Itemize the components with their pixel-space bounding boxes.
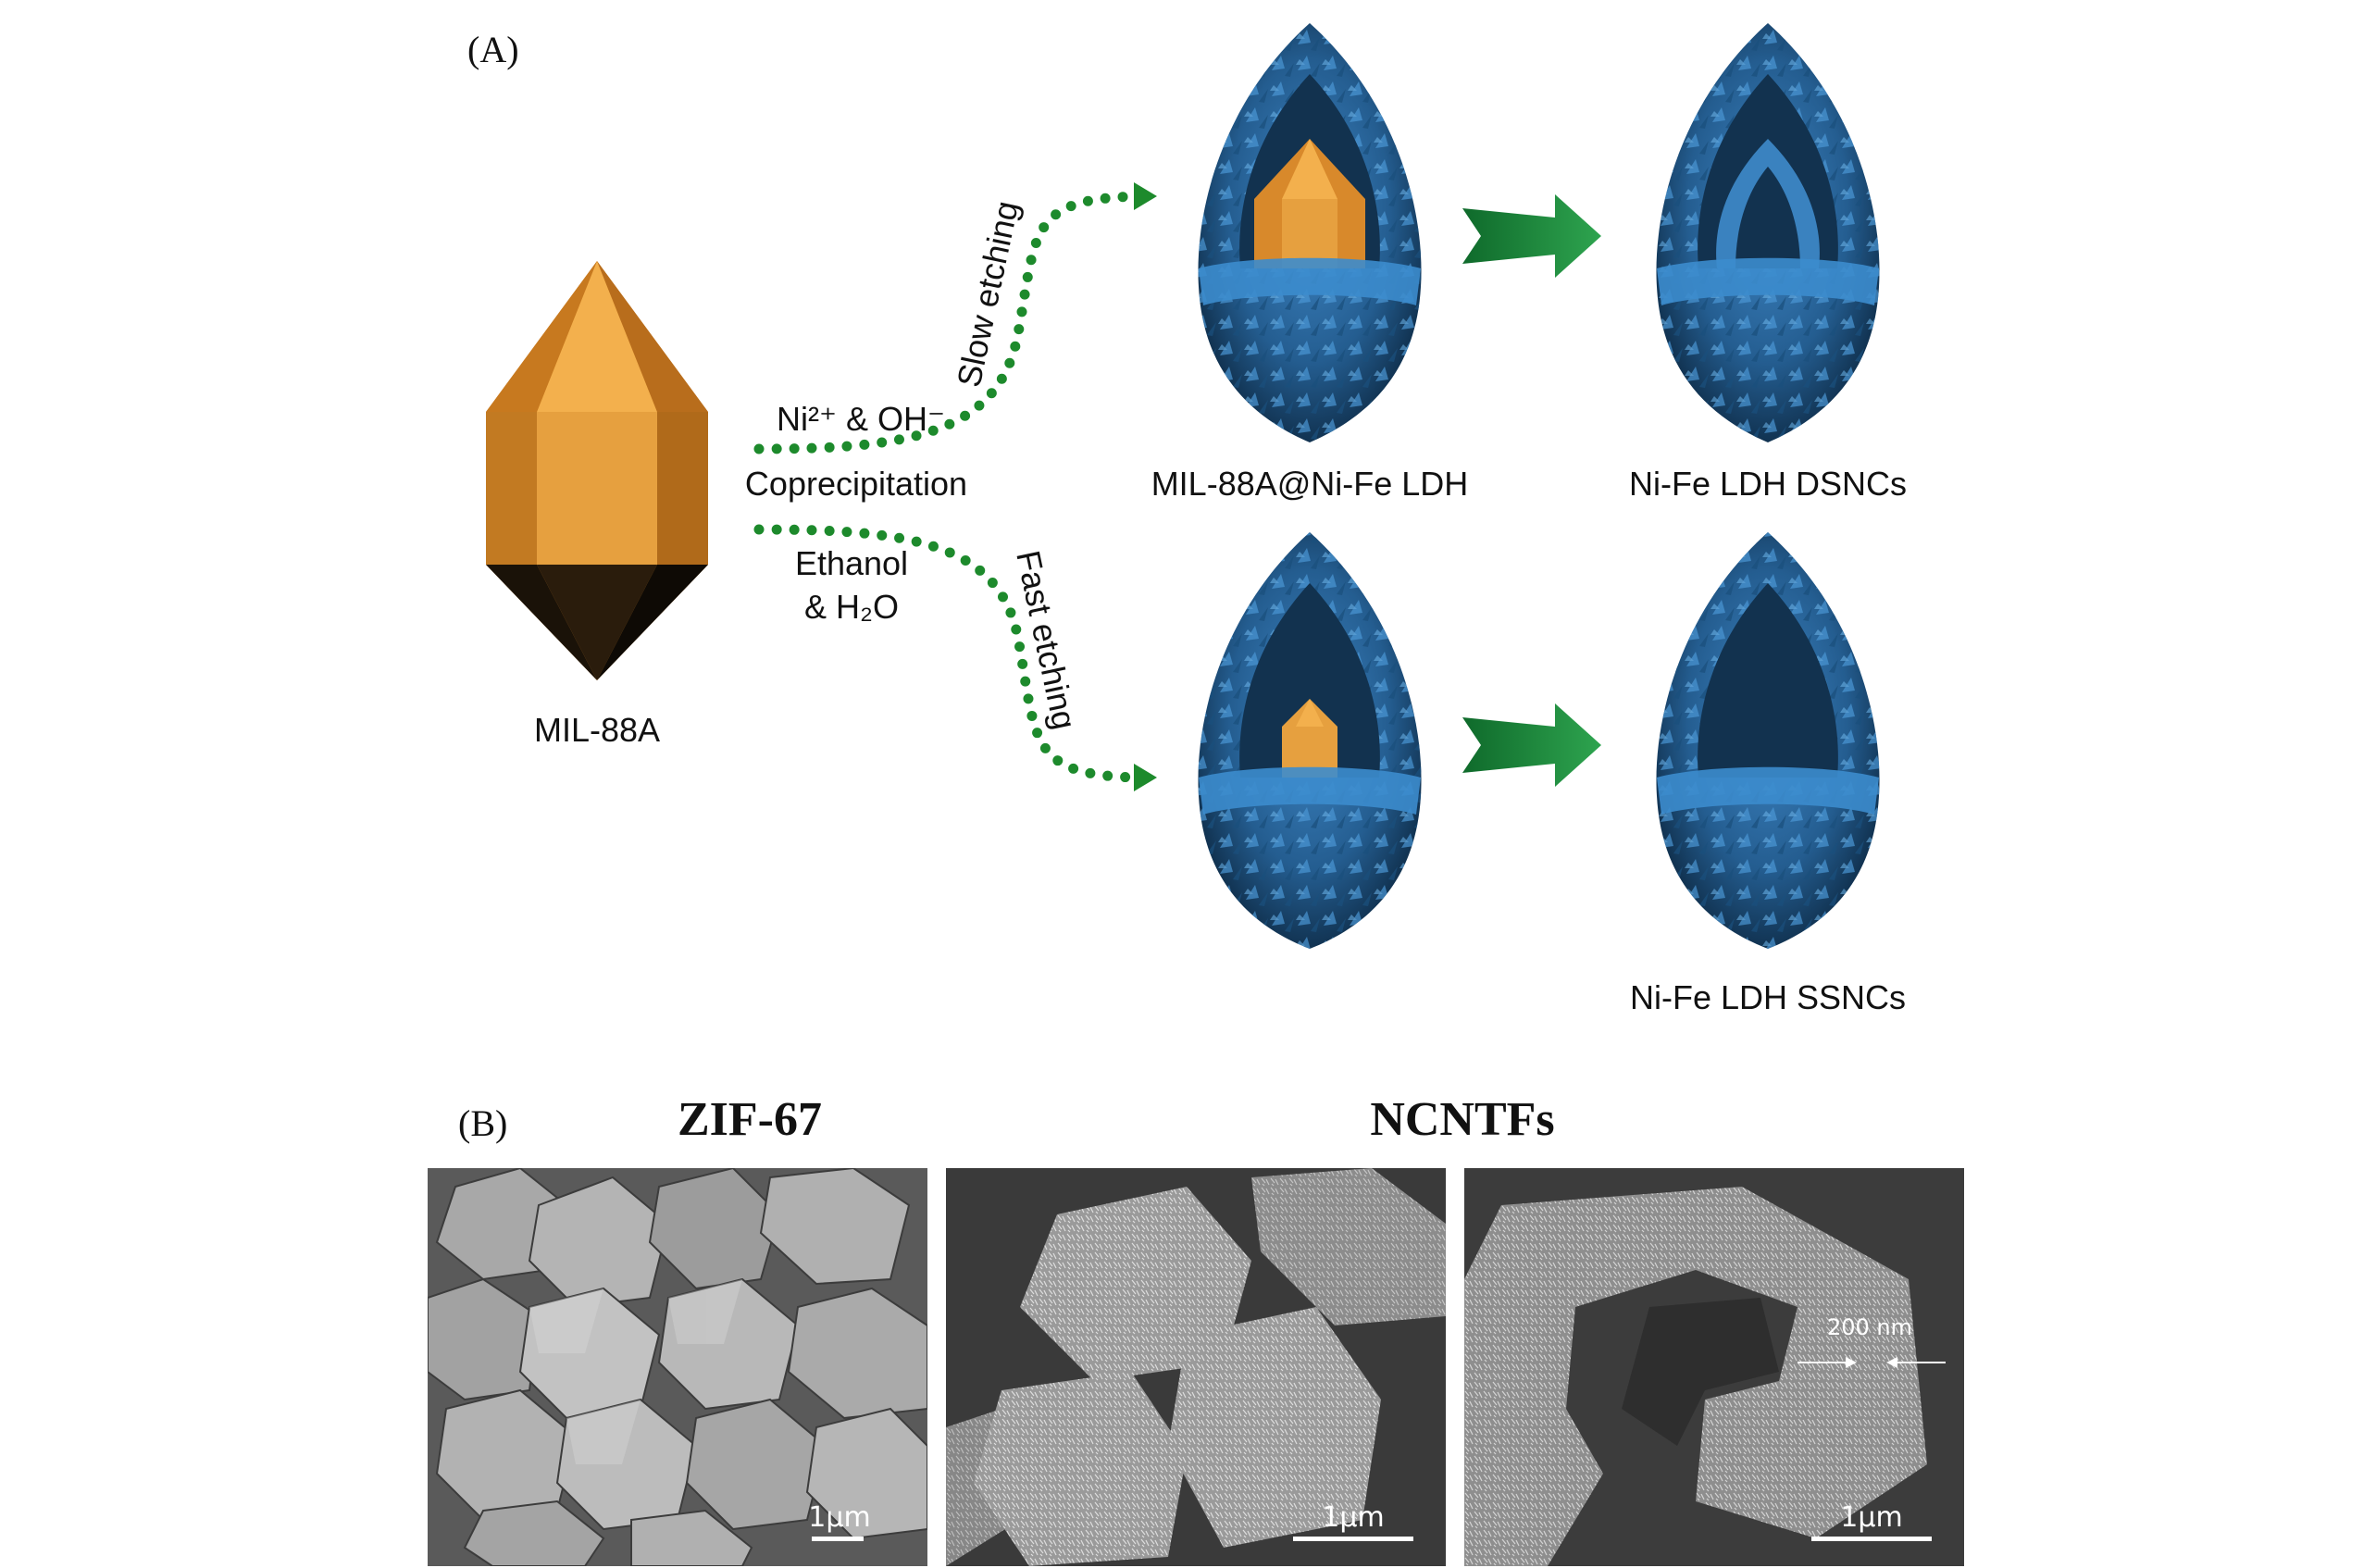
reagents-top-label: Ni²⁺ & OH⁻ (776, 400, 945, 438)
scale-bar-3 (1811, 1537, 1932, 1541)
scale-label-1: 1μm (808, 1501, 871, 1534)
dsnc-label: Ni-Fe LDH DSNCs (1628, 465, 1908, 503)
intermediate-label: MIL-88A@Ni-Fe LDH (1151, 465, 1469, 503)
ethanol-label: Ethanol (794, 544, 909, 582)
ssnc-particle (1656, 532, 1880, 949)
coprecipitation-label: Coprecipitation (744, 465, 968, 503)
sem-image-ncntfs-2: 1μm 200 nm (1464, 1168, 1964, 1566)
fast-etching-label: Fast etching (1009, 547, 1084, 732)
mil-88a-label: MIL-88A (533, 711, 661, 749)
fast-arrowhead (1134, 764, 1157, 791)
thickness-label: 200 nm (1826, 1314, 1913, 1340)
thickness-arrows (1798, 1357, 1946, 1368)
sem-image-ncntfs-1: 1μm (946, 1168, 1446, 1566)
sem-image-zif-67: 1μm (428, 1168, 927, 1566)
panel-b-label: (B) (458, 1102, 508, 1144)
water-label: & H₂O (804, 588, 899, 626)
scale-bar-2 (1293, 1537, 1413, 1541)
fast-etching-path (753, 524, 1144, 783)
intermediate-top-particle (1198, 23, 1422, 442)
panel-a-label: (A) (467, 29, 519, 70)
ssnc-label: Ni-Fe LDH SSNCs (1629, 978, 1907, 1016)
slow-arrowhead (1134, 182, 1157, 210)
mil-88a-crystal (486, 261, 708, 680)
ncntfs-title: NCNTFs (1370, 1093, 1555, 1146)
zif-67-title: ZIF-67 (678, 1093, 822, 1146)
transform-arrow-bottom (1462, 703, 1601, 787)
transform-arrow-top (1462, 194, 1601, 278)
dsnc-particle (1656, 23, 1880, 442)
scale-label-3: 1μm (1840, 1501, 1903, 1534)
scale-bar-1 (812, 1537, 864, 1541)
intermediate-bottom-particle (1198, 532, 1422, 949)
scale-label-2: 1μm (1322, 1501, 1385, 1534)
synthesis-schematic: Slow etching Fast etching (486, 23, 1880, 949)
